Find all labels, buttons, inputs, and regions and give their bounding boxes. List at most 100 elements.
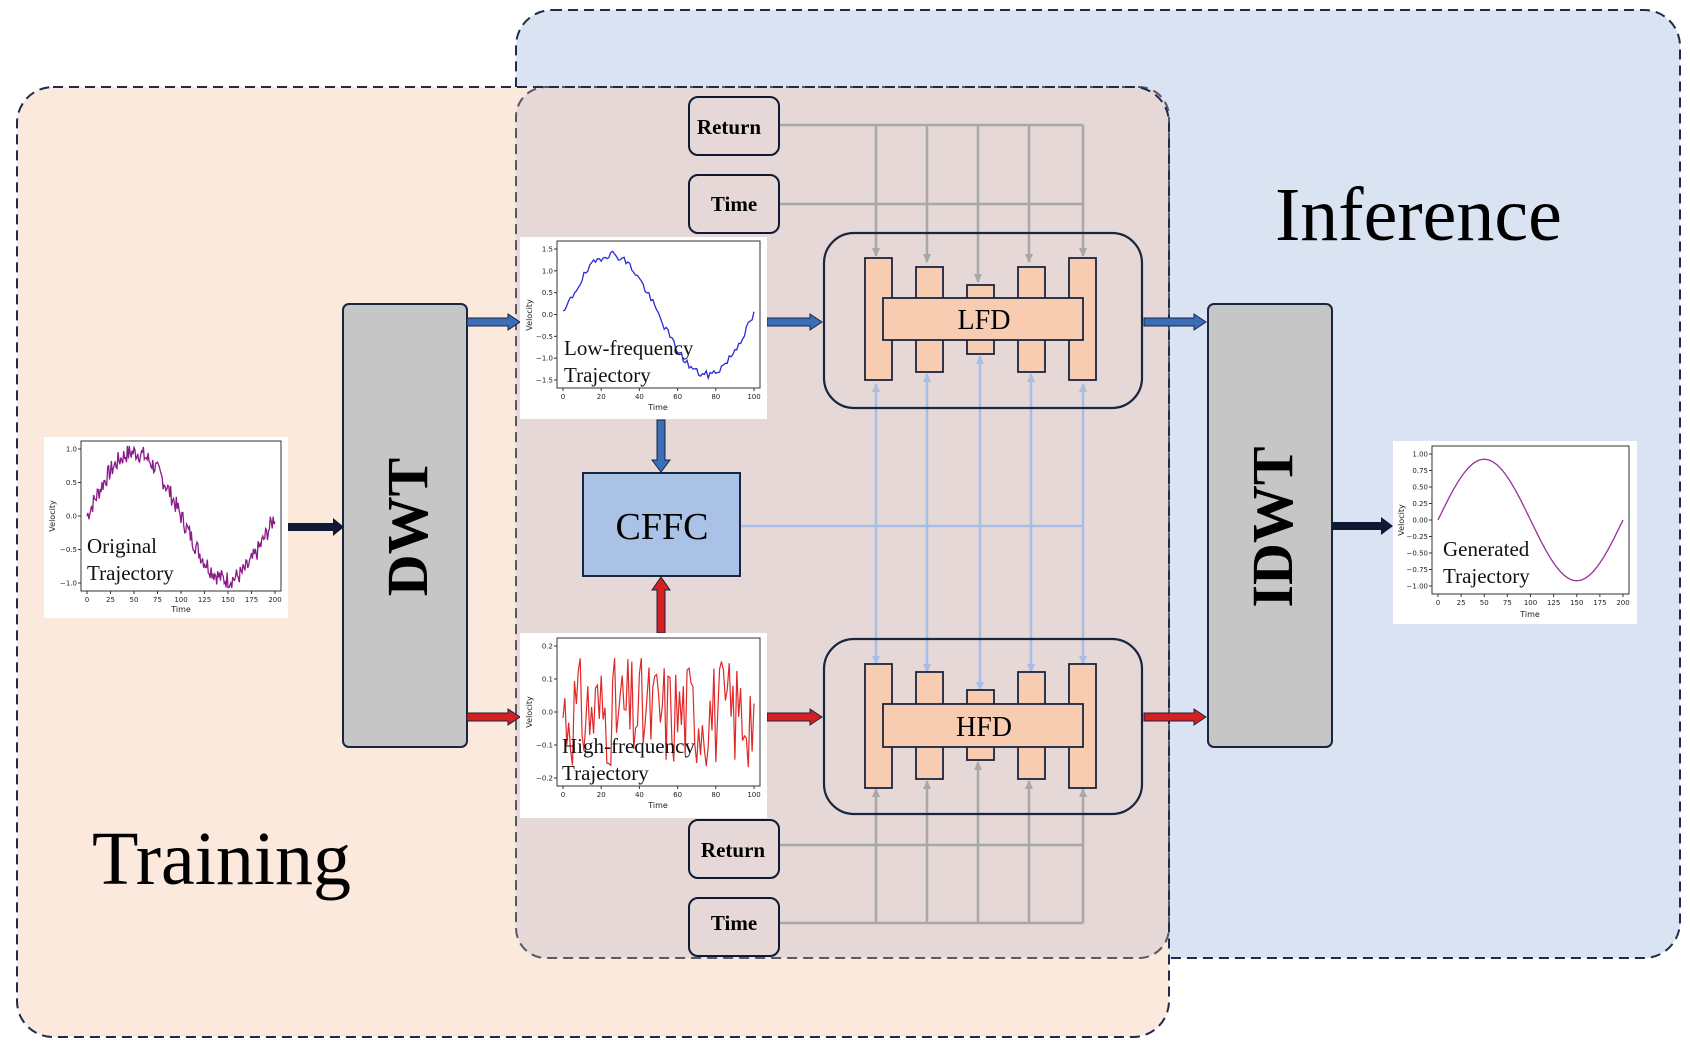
- y-tick-label: −1.0: [60, 580, 77, 588]
- x-tick-label: 50: [1480, 599, 1489, 607]
- bottom-condition-lines: [777, 761, 1087, 925]
- original-label-line1: Original: [87, 534, 157, 558]
- svg-text:DWT: DWT: [375, 458, 440, 597]
- dataflow-arrows: [288, 313, 1393, 726]
- y-tick-label: 0.0: [542, 709, 553, 717]
- generated-label-line1: Generated: [1443, 537, 1530, 561]
- time-bottom-box: Time: [688, 897, 780, 957]
- arrow-high-to-hfd: [766, 708, 823, 726]
- y-tick-label: 0.5: [542, 289, 553, 297]
- y-tick-label: −0.5: [536, 333, 553, 341]
- return-top-box: Return: [688, 96, 780, 156]
- low-label-line1: Low-frequency: [564, 336, 694, 360]
- low-curve: [562, 250, 755, 381]
- svg-text:Return: Return: [701, 838, 765, 862]
- y-tick-label: 1.5: [542, 246, 553, 254]
- x-tick-label: 175: [1593, 599, 1606, 607]
- x-tick-label: 25: [1457, 599, 1466, 607]
- x-tick-label: 100: [1524, 599, 1537, 607]
- y-tick-label: −0.50: [1407, 550, 1428, 558]
- svg-text:CFFC: CFFC: [616, 506, 709, 548]
- y-tick-label: −0.1: [536, 742, 553, 750]
- x-tick-label: 175: [245, 596, 258, 604]
- y-tick-label: 0.0: [66, 513, 77, 521]
- original-label-line2: Trajectory: [87, 561, 174, 585]
- hfd-label: HFD: [956, 712, 1012, 743]
- high-curve: [562, 658, 755, 768]
- arrow-hfd-to-idwt: [1143, 708, 1207, 726]
- svg-text:Return: Return: [697, 115, 761, 139]
- y-tick-label: 1.0: [542, 267, 553, 275]
- inference-label: Inference: [1275, 173, 1562, 257]
- y-tick-label: −0.25: [1407, 533, 1428, 541]
- high-label-line1: High-frequency: [562, 734, 695, 758]
- svg-text:Time: Time: [711, 192, 757, 216]
- svg-text:Time: Time: [647, 403, 668, 412]
- svg-text:Velocity: Velocity: [1397, 504, 1406, 536]
- svg-text:Time: Time: [711, 911, 757, 935]
- x-tick-label: 60: [673, 791, 682, 799]
- y-tick-label: 0.25: [1412, 500, 1428, 508]
- x-tick-label: 150: [221, 596, 234, 604]
- y-tick-label: 0.00: [1412, 517, 1428, 525]
- x-tick-label: 40: [635, 393, 644, 401]
- svg-text:Velocity: Velocity: [525, 696, 534, 728]
- x-tick-label: 25: [106, 596, 115, 604]
- x-tick-label: 0: [561, 791, 565, 799]
- high-label-line2: Trajectory: [562, 761, 649, 785]
- x-tick-label: 80: [711, 393, 720, 401]
- generated-label-line2: Trajectory: [1443, 564, 1530, 588]
- y-tick-label: 0.50: [1412, 484, 1428, 492]
- training-label: Training: [92, 817, 351, 901]
- x-tick-label: 0: [1436, 599, 1440, 607]
- arrow-dwt-to-low: [466, 313, 521, 331]
- svg-text:IDWT: IDWT: [1240, 446, 1305, 607]
- arrow-lfd-to-idwt: [1143, 313, 1207, 331]
- y-tick-label: 0.0: [542, 311, 553, 319]
- svg-text:Time: Time: [647, 801, 668, 810]
- y-tick-label: 1.00: [1412, 451, 1428, 459]
- x-tick-label: 100: [747, 791, 760, 799]
- y-tick-label: 0.2: [542, 643, 553, 651]
- top-condition-lines: [777, 123, 1087, 283]
- y-tick-label: 0.75: [1412, 467, 1428, 475]
- arrow-high-to-cffc: [651, 576, 671, 634]
- dwt-block: DWT: [342, 303, 468, 748]
- idwt-block: IDWT: [1207, 303, 1333, 748]
- training-region-border: [16, 86, 1170, 1038]
- svg-text:Time: Time: [170, 605, 191, 614]
- svg-text:Time: Time: [1519, 610, 1540, 619]
- x-tick-label: 0: [85, 596, 89, 604]
- x-tick-label: 0: [561, 393, 565, 401]
- svg-text:Velocity: Velocity: [525, 299, 534, 331]
- x-tick-label: 75: [1503, 599, 1512, 607]
- x-tick-label: 200: [1616, 599, 1629, 607]
- x-tick-label: 60: [673, 393, 682, 401]
- x-tick-label: 75: [153, 596, 162, 604]
- x-tick-label: 40: [635, 791, 644, 799]
- y-tick-label: −1.5: [536, 377, 553, 385]
- arrow-low-to-cffc: [651, 419, 671, 473]
- x-tick-label: 100: [174, 596, 187, 604]
- y-tick-label: −1.0: [536, 355, 553, 363]
- return-bottom-box: Return: [688, 819, 780, 879]
- lfd-decoder: LFD: [822, 231, 1144, 410]
- y-tick-label: −1.00: [1407, 583, 1428, 591]
- svg-text:Velocity: Velocity: [48, 500, 57, 532]
- x-tick-label: 80: [711, 791, 720, 799]
- y-tick-label: −0.5: [60, 546, 77, 554]
- generated-curve: [1437, 458, 1624, 582]
- cffc-connections: [740, 355, 1087, 691]
- x-tick-label: 125: [198, 596, 211, 604]
- y-tick-label: 0.1: [542, 676, 553, 684]
- time-top-box: Time: [688, 174, 780, 234]
- x-tick-label: 20: [597, 393, 606, 401]
- original-curve: [86, 445, 276, 589]
- cffc-block: CFFC: [582, 472, 741, 577]
- arrow-dwt-to-high: [466, 708, 521, 726]
- lfd-label: LFD: [958, 305, 1011, 336]
